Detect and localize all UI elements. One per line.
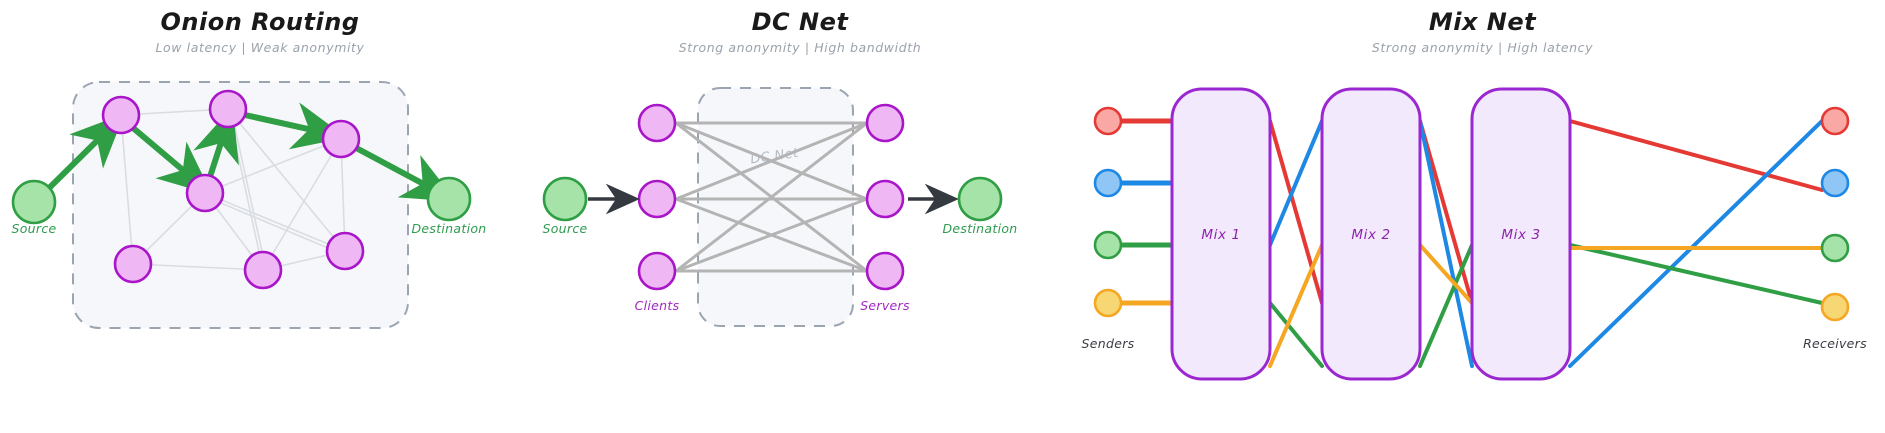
sender-node-red[interactable] [1093,106,1123,136]
mixnet-receiver-nodes [1820,106,1850,322]
senders-group-label: Senders [1082,336,1135,351]
dcnet-server-nodes [865,103,905,291]
mixnet-receiver-links [1568,119,1824,368]
server-node[interactable] [865,179,905,219]
panel-title-mixnet: Mix Net [1428,8,1537,36]
clients-group-label: Clients [635,298,680,313]
mix-node-2[interactable] [1320,87,1422,381]
panel-onion-routing: Onion Routing Low latency | Weak anonymi… [0,0,520,433]
link-red-recv [1568,119,1824,192]
client-node[interactable] [637,103,677,143]
sender-node-blue[interactable] [1093,168,1123,198]
sender-node-green[interactable] [1093,230,1123,260]
dcnet-cloud-label: DC Net [749,146,800,168]
server-node[interactable] [865,103,905,143]
panel-mix-net: Mix Net Strong anonymity | High latency [1080,0,1885,433]
mix-3-label: Mix 3 [1501,227,1540,243]
mixnet-stage1-links [1268,119,1324,368]
source-label: Source [11,221,56,236]
circuit-hop-5 [342,139,457,202]
receiver-node-blue[interactable] [1820,168,1850,198]
receivers-group-label: Receivers [1803,336,1867,351]
panel-subtitle-onion: Low latency | Weak anonymity [155,40,365,55]
mix-1-label: Mix 1 [1201,227,1240,243]
receiver-node-orange[interactable] [1820,292,1850,322]
panel-title-onion: Onion Routing [160,8,360,36]
mixnet-sender-nodes [1093,106,1123,318]
link-red-s2 [1418,119,1474,305]
circuit-hop-1 [37,113,125,200]
link-blue-s2 [1418,119,1474,368]
link-orange-s1 [1268,243,1324,368]
mixnet-mix-nodes: Mix 1 Mix 2 Mix 3 [1170,87,1572,381]
mix-node-1[interactable] [1170,87,1272,381]
mix-node-3[interactable] [1470,87,1572,381]
onion-relay-nodes [101,89,365,290]
receiver-node-red[interactable] [1820,106,1850,136]
panel-subtitle-mixnet: Strong anonymity | High latency [1371,40,1594,55]
server-node[interactable] [865,251,905,291]
link-orange-s2 [1418,243,1474,305]
receiver-node-green[interactable] [1820,233,1850,263]
source-node[interactable] [542,176,588,222]
dcnet-edges [675,121,868,273]
relay-node[interactable] [101,95,141,135]
client-node[interactable] [637,179,677,219]
sender-node-orange[interactable] [1093,288,1123,318]
mixnet-graph: Mix 1 Mix 2 Mix 3 Senders [1082,87,1867,381]
link-green-s1 [1268,301,1324,368]
relay-node[interactable] [243,250,283,290]
relay-node[interactable] [321,119,361,159]
source-node[interactable] [11,179,57,225]
relay-node[interactable] [113,244,153,284]
link-blue-recv [1568,119,1824,368]
dcnet-client-nodes [637,103,677,291]
source-label: Source [542,221,587,236]
relay-node[interactable] [185,173,225,213]
panel-title-dcnet: DC Net [751,8,849,36]
link-blue-s1 [1268,119,1324,247]
link-green-s2 [1418,243,1474,368]
circuit-hop-4 [233,102,347,150]
servers-group-label: Servers [860,298,910,313]
destination-node[interactable] [426,176,472,222]
dcnet-graph: DC Net [542,87,1017,327]
link-green-recv [1568,243,1824,305]
circuit-hop-2 [123,119,213,195]
onion-graph: Source Destination [11,81,486,329]
mixnet-stage2-links [1418,119,1474,368]
link-red-s1 [1268,119,1324,305]
destination-label: Destination [411,221,486,236]
destination-label: Destination [942,221,1017,236]
relay-node[interactable] [208,89,248,129]
destination-node[interactable] [957,176,1003,222]
mix-2-label: Mix 2 [1351,227,1390,243]
panel-subtitle-dcnet: Strong anonymity | High bandwidth [678,40,922,55]
client-node[interactable] [637,251,677,291]
relay-node[interactable] [325,231,365,271]
mixnet-sender-links [1115,118,1175,306]
panel-dc-net: DC Net Strong anonymity | High bandwidth… [520,0,1080,433]
